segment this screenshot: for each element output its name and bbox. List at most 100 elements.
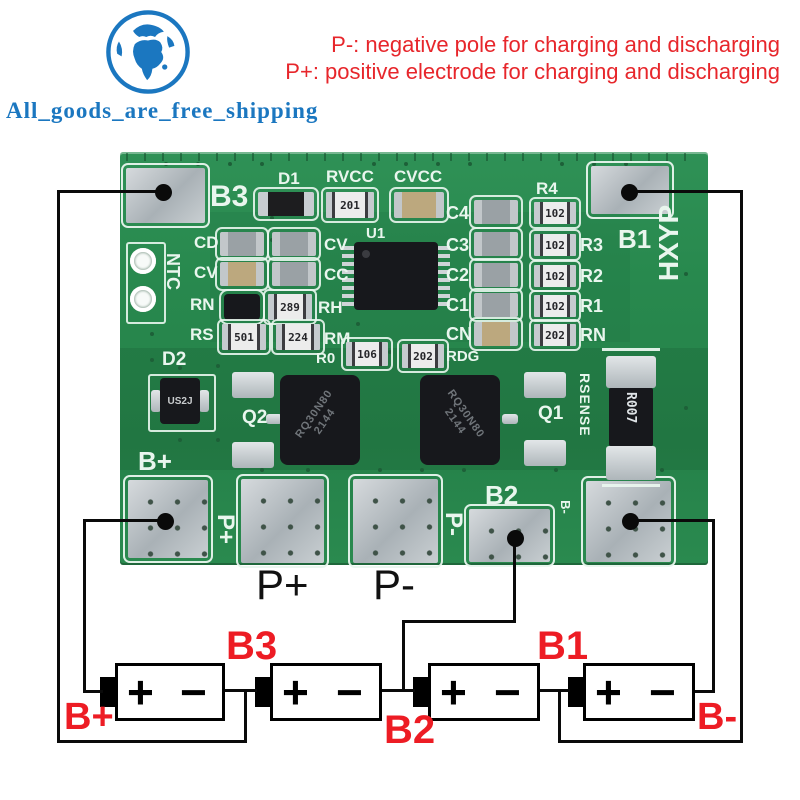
silk-cv-top: CV <box>324 235 348 254</box>
q2-tab-top <box>232 372 274 398</box>
q2-tab-bottom <box>232 442 274 468</box>
wire-b3 <box>57 740 247 743</box>
shunt-silk-bottom <box>602 484 660 487</box>
d2-pad-left <box>151 390 161 412</box>
resistor-rn: 202 <box>529 319 581 351</box>
wire-b2 <box>513 538 516 622</box>
diagram-label-b1: B1 <box>537 624 589 668</box>
globe-icon <box>106 10 190 94</box>
battery1-positive-terminal <box>100 677 115 707</box>
silk-p-plus: P+ <box>212 513 239 545</box>
comp-cd-1 <box>215 227 269 261</box>
wire-b2 <box>402 620 516 623</box>
resistor-r3: 102 <box>529 229 581 261</box>
u1-pins-left <box>342 246 354 306</box>
silk-r0: R0 <box>316 350 336 367</box>
wire-b-plus <box>83 690 103 693</box>
battery2-minus-sign: − <box>336 666 363 718</box>
solder-dot-b1 <box>621 184 638 201</box>
comp-cv-1 <box>215 257 269 291</box>
silk-rn-right: RN <box>580 325 606 345</box>
resistor-r0: 106 <box>341 337 393 371</box>
label-p-minus: P- <box>373 561 415 608</box>
silk-d2: D2 <box>162 349 187 370</box>
battery-cell-1 <box>115 663 225 721</box>
resistor-rh: 289 <box>263 289 317 325</box>
ntc-hole-1 <box>130 248 156 274</box>
resistor-r1: 102 <box>529 290 581 322</box>
pcb-board: B3 B1 HXYP B+ P+ P- B2 B- NTC D1 RVCC 20… <box>120 152 708 568</box>
silk-b-minus: B- <box>558 500 573 514</box>
silk-c4: C4 <box>446 203 470 223</box>
diagram-label-b2: B2 <box>384 708 436 752</box>
shunt-marking: R007 <box>623 392 638 424</box>
solder-dot-b3 <box>155 184 172 201</box>
silk-cd: CD <box>194 233 219 252</box>
silk-p-minus: P- <box>440 512 467 536</box>
cap-c1 <box>469 288 523 322</box>
comp-cd-2 <box>267 227 321 261</box>
silk-hxyp: HXYP <box>653 204 684 282</box>
silk-r1: R1 <box>580 296 604 316</box>
battery3-plus-sign: + <box>440 666 467 718</box>
cap-c2 <box>469 258 523 292</box>
terminal-note-line2: P+: positive electrode for charging and … <box>285 59 780 84</box>
silk-q2: Q2 <box>242 407 268 428</box>
wire-b-plus <box>83 519 86 693</box>
wire-junction-b1 <box>540 689 570 692</box>
silk-rdg: RDG <box>446 348 480 365</box>
silk-b2: B2 <box>485 480 519 510</box>
diagram-label-b-plus: B+ <box>64 696 114 738</box>
solder-dot-b2 <box>507 530 524 547</box>
battery3-minus-sign: − <box>494 666 521 718</box>
wire-b1 <box>558 740 743 743</box>
resistor-rm: 224 <box>271 319 325 355</box>
silk-c2: C2 <box>446 265 470 285</box>
battery1-plus-sign: + <box>127 666 154 718</box>
silk-cc: CC <box>324 265 349 284</box>
silk-b-plus: B+ <box>138 446 172 476</box>
wire-junction-b2 <box>382 689 415 692</box>
chip-u1 <box>354 242 438 310</box>
d2-silk-outline <box>148 374 216 432</box>
pad-p-plus <box>236 474 329 568</box>
silk-cv-left: CV <box>194 263 218 282</box>
wire-b1 <box>740 190 743 743</box>
battery1-minus-sign: − <box>180 666 207 718</box>
battery4-plus-sign: + <box>595 666 622 718</box>
silk-r4: R4 <box>536 179 558 198</box>
wire-b1 <box>558 691 561 743</box>
wire-b1 <box>629 190 743 193</box>
resistor-rvcc: 201 <box>321 187 379 223</box>
terminal-note-line1: P-: negative pole for charging and disch… <box>331 32 780 57</box>
resistor-r2: 102 <box>529 260 581 292</box>
battery-cell-4 <box>583 663 695 721</box>
wire-b3 <box>57 190 165 193</box>
diode-d1 <box>253 187 319 221</box>
board-edge-ticks <box>126 153 702 161</box>
comp-cv-2 <box>267 257 321 291</box>
silk-u1: U1 <box>366 225 386 242</box>
u1-pin1-dot <box>362 250 370 258</box>
transistor-rn <box>219 289 265 325</box>
store-logo-text: All_goods_are_free_shipping <box>6 98 319 123</box>
silk-b3: B3 <box>210 180 249 213</box>
shunt-silk-top <box>602 348 660 351</box>
wire-junction-b3 <box>225 689 257 692</box>
cap-c3 <box>469 227 523 261</box>
wire-b3 <box>244 691 247 743</box>
silk-q1: Q1 <box>538 403 564 424</box>
battery-cell-2 <box>270 663 382 721</box>
wire-b2 <box>402 620 405 692</box>
shunt-cap-top <box>606 356 656 388</box>
wire-b3 <box>57 190 60 743</box>
silk-rs: RS <box>190 325 214 344</box>
silk-rn-left: RN <box>190 295 215 314</box>
via-dots <box>120 152 124 156</box>
cap-c4 <box>469 195 523 229</box>
battery-cell-3 <box>428 663 540 721</box>
silk-rh: RH <box>318 298 343 317</box>
battery4-positive-terminal <box>568 677 583 707</box>
